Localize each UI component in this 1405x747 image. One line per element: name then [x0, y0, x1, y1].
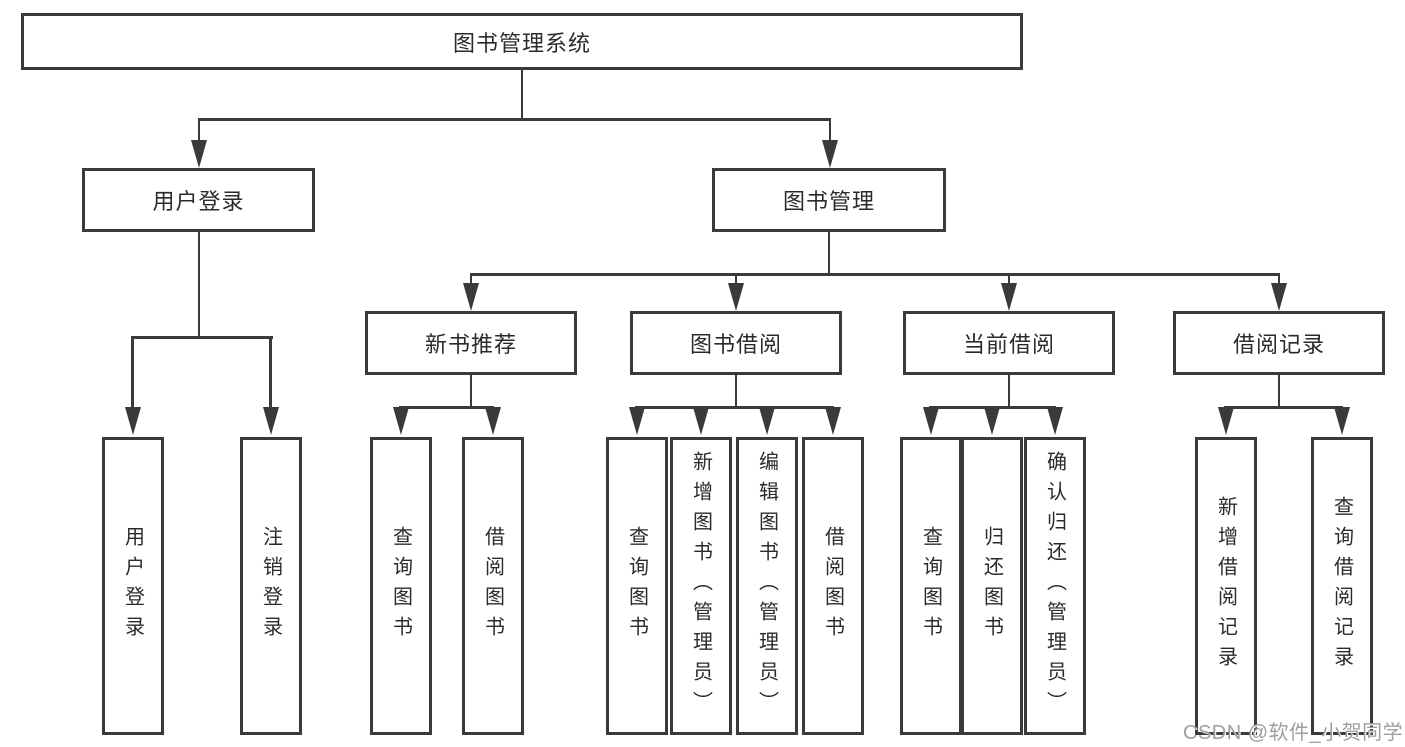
node-book-management: 图书管理: [712, 168, 946, 232]
leaf-query-borrow-record: 查询借阅记录: [1310, 437, 1373, 735]
connector-line: [635, 406, 834, 409]
node-new-book-recommend: 新书推荐: [365, 311, 577, 375]
node-user-login: 用户登录: [82, 168, 315, 232]
connector-line: [197, 230, 201, 336]
arrow-down-icon: [692, 407, 709, 435]
connector-line: [131, 336, 134, 408]
connector-line: [827, 230, 831, 273]
connector-line: [197, 118, 201, 142]
connector-line: [828, 118, 832, 142]
connector-line: [197, 118, 832, 121]
connector-line: [1277, 273, 1281, 285]
leaf-edit-books-admin: 编辑图书（管理员）: [735, 437, 798, 735]
connector-line: [1224, 406, 1343, 409]
connector-line: [1007, 373, 1011, 406]
arrow-down-icon: [728, 283, 744, 311]
arrow-down-icon: [628, 407, 645, 435]
arrow-down-icon: [1217, 407, 1234, 435]
arrow-down-icon: [758, 407, 775, 435]
leaf-borrow-books: 借阅图书: [801, 437, 864, 735]
arrow-down-icon: [1333, 407, 1350, 435]
connector-line: [469, 273, 1281, 276]
arrow-down-icon: [1001, 283, 1017, 311]
node-borrowing-records: 借阅记录: [1173, 311, 1385, 375]
leaf-return-books: 归还图书: [960, 437, 1023, 735]
connector-line: [469, 373, 473, 406]
arrow-down-icon: [983, 407, 1000, 435]
arrow-down-icon: [262, 407, 279, 435]
node-book-borrowing: 图书借阅: [630, 311, 842, 375]
arrow-down-icon: [824, 407, 841, 435]
connector-line: [131, 336, 273, 339]
leaf-query-books-recommend: 查询图书: [369, 437, 432, 735]
connector-line: [1007, 273, 1011, 285]
connector-line: [269, 336, 272, 408]
csdn-watermark: CSDN @软件_小贺同学: [1183, 722, 1404, 744]
node-current-borrowing: 当前借阅: [903, 311, 1115, 375]
leaf-logout: 注销登录: [239, 437, 302, 735]
arrow-down-icon: [463, 283, 479, 311]
connector-line: [520, 68, 524, 118]
connector-line: [399, 406, 494, 409]
arrow-down-icon: [484, 407, 501, 435]
connector-line: [1277, 373, 1281, 406]
leaf-confirm-return-admin: 确认归还（管理员）: [1023, 437, 1086, 735]
leaf-add-books-admin: 新增图书（管理员）: [669, 437, 732, 735]
connector-line: [469, 273, 473, 285]
arrow-down-icon: [392, 407, 409, 435]
arrow-down-icon: [1271, 283, 1287, 311]
arrow-down-icon: [1046, 407, 1063, 435]
arrow-down-icon: [922, 407, 939, 435]
arrow-down-icon: [822, 140, 838, 168]
leaf-user-login: 用户登录: [101, 437, 164, 735]
arrow-down-icon: [191, 140, 207, 168]
leaf-query-books-borrowing: 查询图书: [605, 437, 668, 735]
arrow-down-icon: [124, 407, 141, 435]
leaf-borrow-books-recommend: 借阅图书: [461, 437, 524, 735]
node-root-library-management-system: 图书管理系统: [21, 13, 1023, 70]
leaf-add-borrow-record: 新增借阅记录: [1194, 437, 1257, 735]
leaf-query-books-current: 查询图书: [899, 437, 962, 735]
connector-line: [734, 273, 738, 285]
connector-line: [734, 373, 738, 406]
